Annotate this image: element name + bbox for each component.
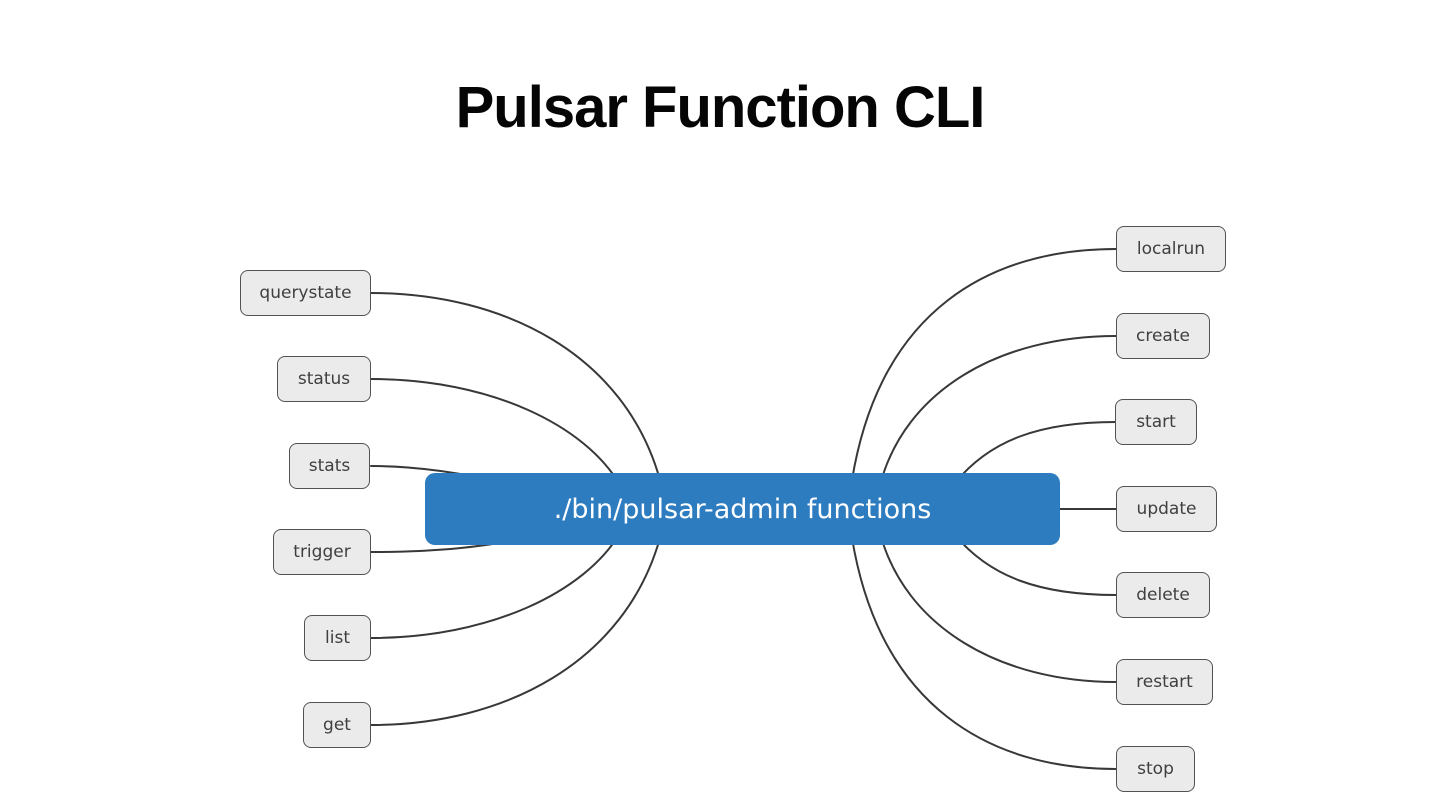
page-title: Pulsar Function CLI	[455, 75, 986, 140]
connector-stop	[851, 537, 1117, 770]
node-label: start	[1136, 412, 1176, 432]
connector-list	[370, 532, 621, 639]
connector-get	[370, 537, 661, 726]
node-restart[interactable]: restart	[1116, 659, 1213, 705]
node-label: stop	[1137, 759, 1174, 779]
node-label: querystate	[259, 283, 352, 303]
node-querystate[interactable]: querystate	[240, 270, 371, 316]
node-list[interactable]: list	[304, 615, 371, 661]
node-get[interactable]: get	[303, 702, 371, 748]
connector-restart	[879, 532, 1117, 683]
node-label: delete	[1136, 585, 1190, 605]
node-label: status	[297, 369, 351, 389]
node-trigger[interactable]: trigger	[273, 529, 371, 575]
node-update[interactable]: update	[1116, 486, 1217, 532]
center-node[interactable]: ./bin/pulsar-admin functions	[425, 473, 1060, 545]
node-stop[interactable]: stop	[1116, 746, 1195, 792]
node-delete[interactable]: delete	[1116, 572, 1210, 618]
node-start[interactable]: start	[1115, 399, 1197, 445]
connector-create	[879, 335, 1117, 486]
node-label: list	[325, 628, 350, 648]
connector-status	[370, 378, 621, 486]
node-label: localrun	[1136, 239, 1206, 259]
connector-localrun	[851, 248, 1117, 481]
node-label: update	[1136, 499, 1197, 519]
node-status[interactable]: status	[277, 356, 371, 402]
node-label: stats	[308, 456, 351, 476]
node-create[interactable]: create	[1116, 313, 1210, 359]
node-localrun[interactable]: localrun	[1116, 226, 1226, 272]
connector-delete	[954, 534, 1117, 596]
node-label: create	[1136, 326, 1190, 346]
connector-querystate	[370, 292, 661, 481]
center-node-label: ./bin/pulsar-admin functions	[553, 493, 932, 525]
node-label: get	[323, 715, 351, 735]
connector-start	[954, 421, 1117, 484]
node-label: restart	[1136, 672, 1193, 692]
node-label: trigger	[293, 542, 351, 562]
node-stats[interactable]: stats	[289, 443, 370, 489]
